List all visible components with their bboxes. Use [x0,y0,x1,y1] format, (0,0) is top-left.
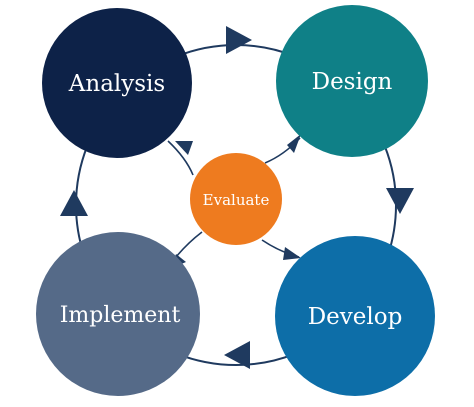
arrow-analysis-to-design [226,26,252,54]
arrowhead-to-analysis [175,141,193,155]
analysis-node [42,8,192,158]
arrowhead-to-design [287,134,301,153]
arrowhead-to-develop [283,247,301,260]
arrow-implement-to-analysis [60,190,88,216]
arrow-develop-to-implement [224,341,250,369]
implement-label: Implement [60,303,181,328]
implement-node [36,232,200,396]
design-label: Design [312,69,393,95]
analysis-label: Analysis [68,71,165,97]
evaluate-node [190,153,282,245]
design-node [276,5,428,157]
develop-node [275,236,435,396]
spoke-evaluate-analysis [167,140,194,176]
develop-label: Develop [308,304,403,330]
arrow-design-to-develop [386,188,414,214]
evaluate-label: Evaluate [203,191,270,209]
